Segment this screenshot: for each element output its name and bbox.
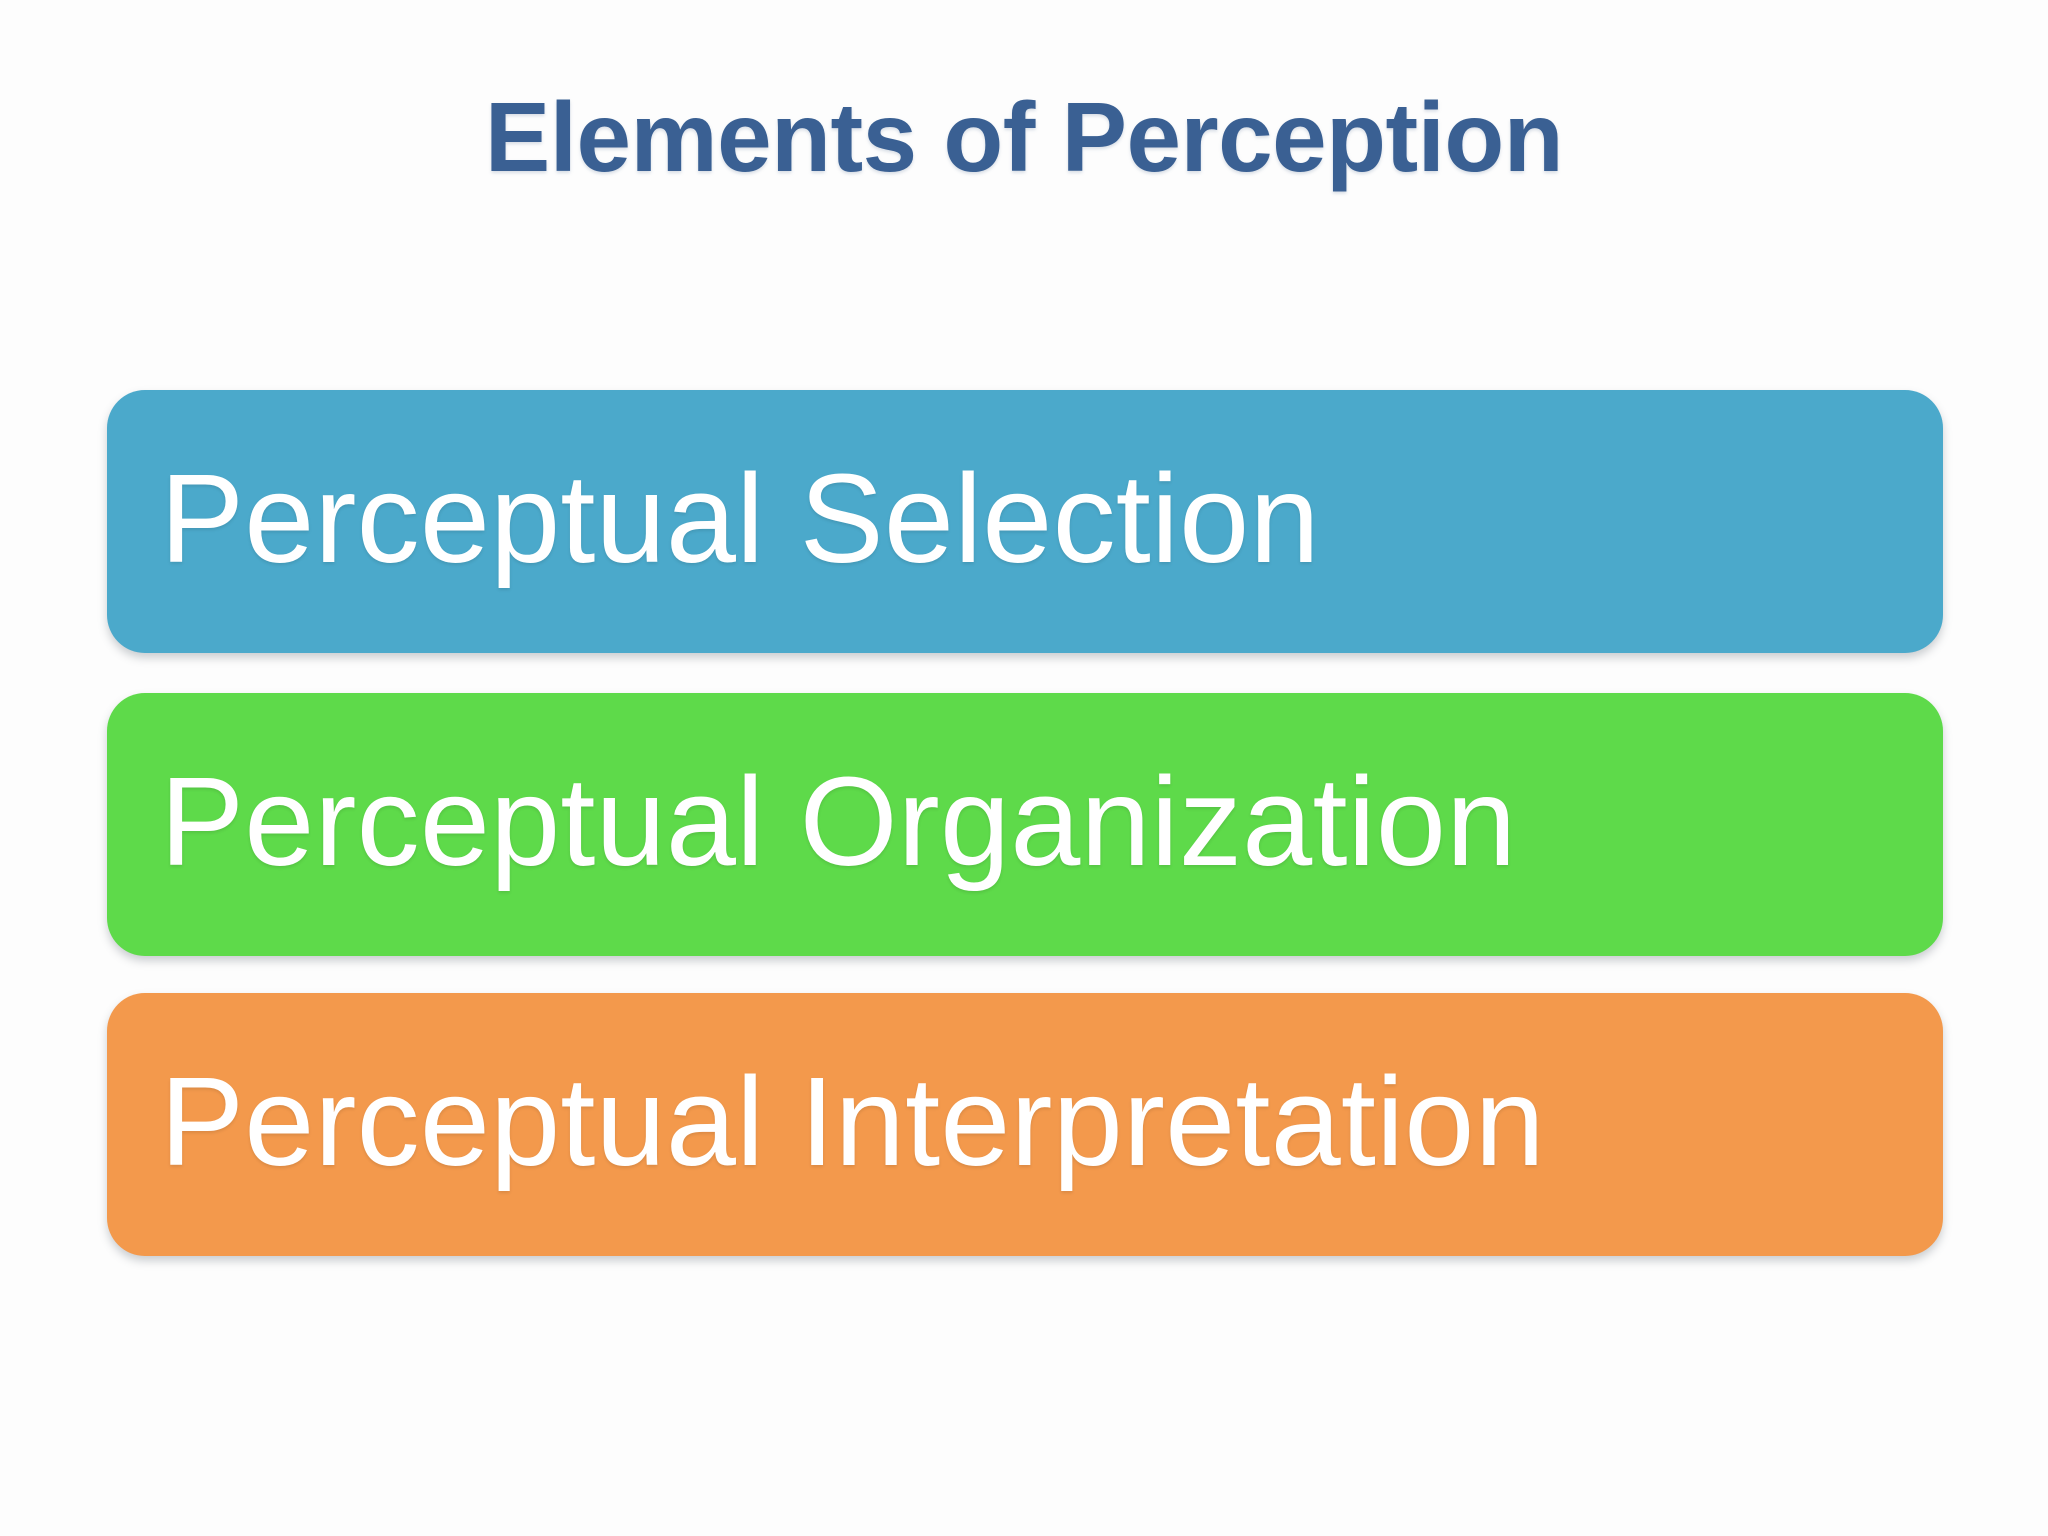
element-bar-label: Perceptual Organization [160,750,1517,892]
element-bar-label: Perceptual Selection [160,447,1320,589]
element-bar-perceptual-selection[interactable]: Perceptual Selection [107,390,1943,653]
element-bar-label: Perceptual Interpretation [160,1050,1545,1192]
element-bar-perceptual-organization[interactable]: Perceptual Organization [107,693,1943,956]
page-title: Elements of Perception [484,82,1564,192]
element-bar-perceptual-interpretation[interactable]: Perceptual Interpretation [107,993,1943,1256]
